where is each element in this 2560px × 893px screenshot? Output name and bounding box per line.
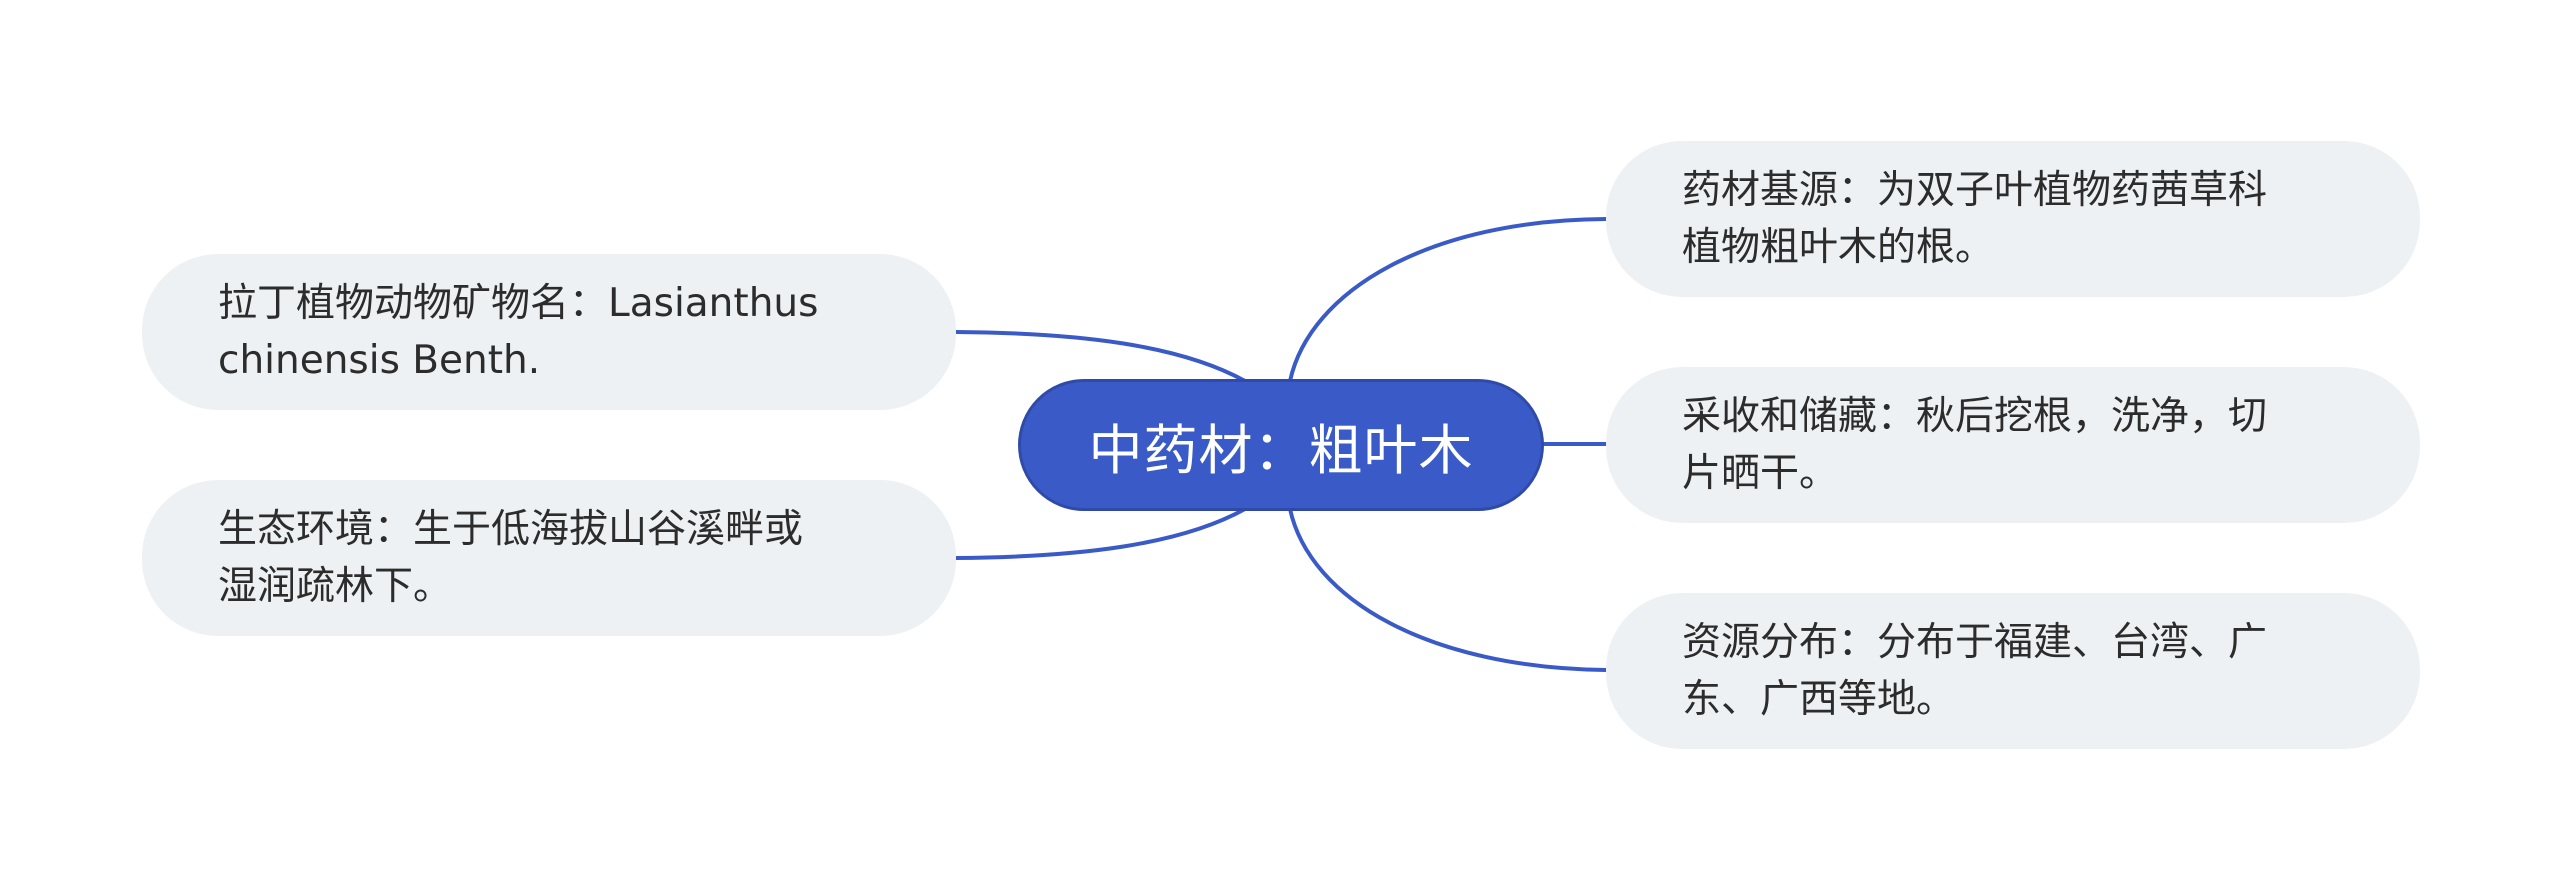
connector-left-1	[954, 330, 1247, 383]
node-latin-name[interactable]: 拉丁植物动物矿物名：Lasianthus chinensis Benth.	[142, 254, 956, 410]
node-source-text: 药材基源：为双子叶植物药茜草科 植物粗叶木的根。	[1682, 168, 2268, 270]
node-distribution[interactable]: 资源分布：分布于福建、台湾、广 东、广西等地。	[1606, 593, 2420, 749]
node-source[interactable]: 药材基源：为双子叶植物药茜草科 植物粗叶木的根。	[1606, 141, 2420, 297]
connector-left-2	[954, 507, 1247, 560]
central-topic-text: 中药材：粗叶木	[1088, 418, 1474, 482]
node-harvest-storage-text: 采收和储藏：秋后挖根，洗净，切 片晒干。	[1682, 394, 2268, 496]
node-habitat-text: 生态环境：生于低海拔山谷溪畔或 湿润疏林下。	[218, 507, 804, 609]
connector-right-3	[1288, 507, 1608, 672]
connector-right-1	[1288, 217, 1608, 383]
node-latin-name-text: 拉丁植物动物矿物名：Lasianthus chinensis Benth.	[218, 281, 819, 383]
node-habitat[interactable]: 生态环境：生于低海拔山谷溪畔或 湿润疏林下。	[142, 480, 956, 636]
node-harvest-storage[interactable]: 采收和储藏：秋后挖根，洗净，切 片晒干。	[1606, 367, 2420, 523]
central-topic[interactable]: 中药材：粗叶木	[1018, 379, 1544, 511]
node-distribution-text: 资源分布：分布于福建、台湾、广 东、广西等地。	[1682, 620, 2268, 722]
